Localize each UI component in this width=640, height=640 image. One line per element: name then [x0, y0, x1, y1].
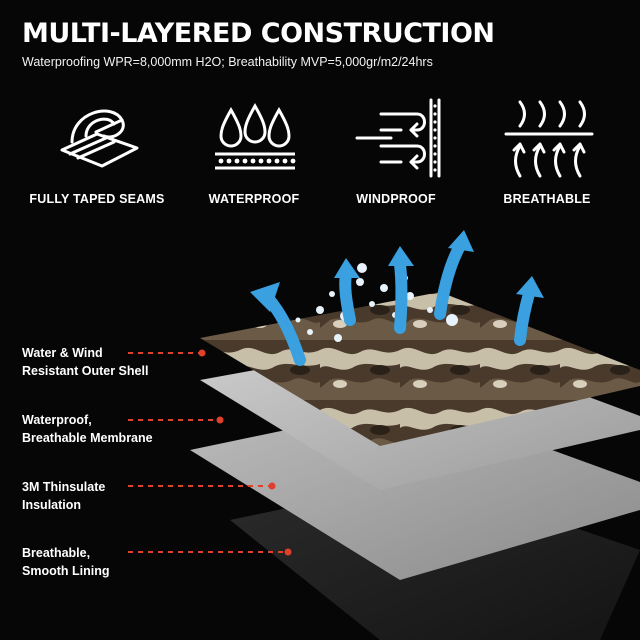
- taped-seams-icon: [60, 109, 139, 168]
- vapor-arrowheads: [250, 230, 544, 312]
- layer-label-insulation: 3M Thinsulate Insulation: [22, 478, 105, 514]
- feature-windproof: WINDPROOF: [316, 92, 476, 206]
- feature-label: BREATHABLE: [503, 192, 591, 206]
- feature-label: WINDPROOF: [356, 192, 436, 206]
- layer-label-lining: Breathable, Smooth Lining: [22, 544, 109, 580]
- wind-wall-icon: [355, 98, 441, 178]
- layer-label-line: Waterproof,: [22, 413, 92, 427]
- vapor-arrows-icon: [504, 100, 594, 178]
- layer-label-line: Resistant Outer Shell: [22, 364, 149, 378]
- leader-lines: [128, 352, 284, 553]
- feature-breathable: BREATHABLE: [467, 92, 627, 206]
- feature-waterproof: WATERPROOF: [174, 92, 334, 206]
- water-splash: [295, 263, 458, 342]
- water-drops-icon: [215, 102, 296, 170]
- layer-label-line: Breathable,: [22, 546, 91, 560]
- layer-label-line: Water & Wind: [22, 346, 103, 360]
- layers-illustration: [128, 230, 640, 640]
- feature-label: WATERPROOF: [208, 192, 300, 206]
- layer-label-line: 3M Thinsulate: [22, 480, 106, 494]
- leader-dot: [198, 349, 206, 357]
- layer-label-membrane: Waterproof, Breathable Membrane: [22, 411, 153, 447]
- leader-dot: [268, 482, 276, 490]
- leader-dot: [216, 416, 224, 424]
- leader-dot: [284, 548, 292, 556]
- feature-label: FULLY TAPED SEAMS: [29, 192, 165, 206]
- feature-taped-seams: FULLY TAPED SEAMS: [17, 92, 177, 206]
- layer-label-outer-shell: Water & Wind Resistant Outer Shell: [22, 344, 148, 380]
- layer-label-line: Breathable Membrane: [22, 431, 153, 445]
- feature-row: FULLY TAPED SEAMS WATERPROOF: [0, 92, 640, 222]
- layer-label-line: Smooth Lining: [22, 564, 110, 578]
- spec-subtitle: Waterproofing WPR=8,000mm H2O; Breathabi…: [22, 55, 433, 69]
- page-title: MULTI-LAYERED CONSTRUCTION: [22, 18, 495, 49]
- layer-label-line: Insulation: [22, 498, 82, 512]
